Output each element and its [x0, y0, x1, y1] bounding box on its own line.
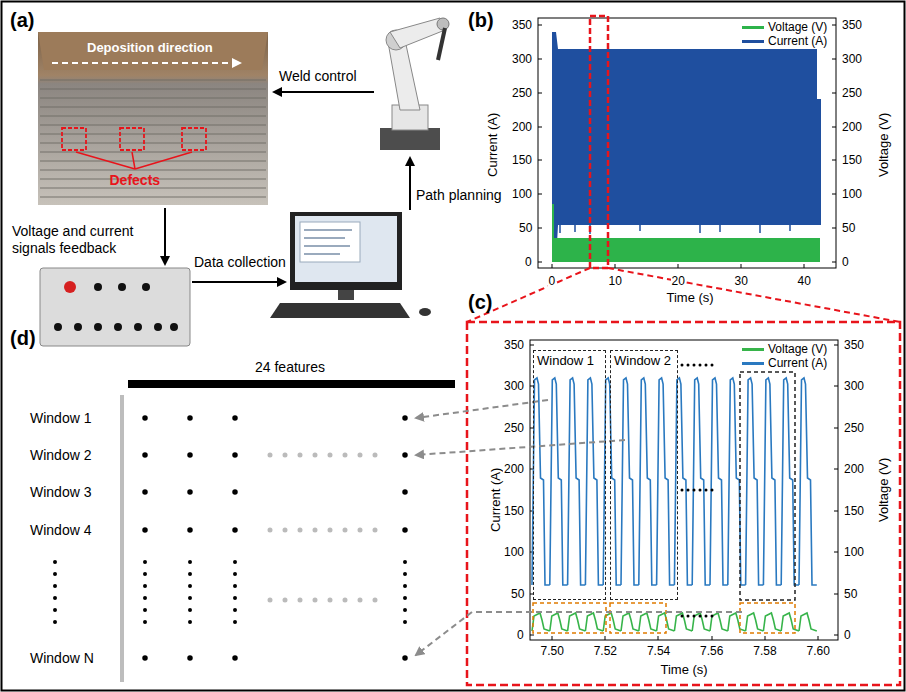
tick-label: 50 [510, 587, 525, 601]
computer [270, 212, 431, 318]
legend-row: Current (A) [742, 356, 827, 370]
overview-chart [467, 16, 900, 322]
legend-swatch [742, 26, 764, 29]
tick-label: 150 [843, 504, 865, 518]
tick-label: 50 [841, 221, 856, 235]
axis-title: Voltage (V) [876, 113, 892, 177]
tick-label: 7.52 [593, 644, 618, 658]
tick-label: 0 [516, 628, 525, 642]
tick-label: 7.50 [540, 644, 565, 658]
tick-label: 250 [841, 86, 863, 100]
controller-box [40, 268, 190, 346]
part-photo [38, 32, 268, 205]
axis-title: Current (A) [485, 113, 501, 177]
window-label: Window 2 [611, 351, 674, 371]
defect-label: Defects [110, 172, 161, 189]
tick-label: 40 [797, 274, 812, 288]
tick-label: 50 [518, 221, 533, 235]
tick-label: 100 [511, 187, 533, 201]
tick-label: 300 [511, 52, 533, 66]
annotation-label: Window 2 [30, 447, 91, 464]
tick-label: 10 [608, 274, 623, 288]
tick-label: 200 [843, 462, 865, 476]
tick-label: 350 [841, 18, 863, 32]
tick-label: 0 [548, 274, 557, 288]
tick-label: 350 [503, 338, 525, 352]
legend-text: Voltage (V) [768, 20, 827, 34]
robot-arm [380, 18, 449, 150]
tick-label: 300 [503, 379, 525, 393]
tick-label: 250 [511, 86, 533, 100]
tick-label: 350 [843, 338, 865, 352]
annotation-label: Window 1 [30, 410, 91, 427]
tick-label: 200 [511, 120, 533, 134]
tick-label: 20 [671, 274, 686, 288]
panel-label: (b) [468, 8, 494, 32]
tick-label: 30 [734, 274, 749, 288]
annotation-label: 24 features [255, 359, 325, 376]
legend-text: Current (A) [768, 356, 827, 370]
annotation-label: Window 4 [30, 522, 91, 539]
annotation-label: Path planning [416, 187, 502, 204]
tick-label: 300 [841, 52, 863, 66]
annotation-label: Window N [30, 650, 94, 667]
tick-label: 250 [843, 421, 865, 435]
zoom-chart [467, 322, 900, 685]
legend-text: Current (A) [768, 34, 827, 48]
tick-label: 7.56 [699, 644, 724, 658]
feature-matrix [55, 380, 455, 682]
legend-swatch [742, 348, 764, 351]
tick-label: 200 [503, 462, 525, 476]
axis-title: Voltage (V) [876, 458, 892, 522]
window-box: Window 2 [610, 350, 678, 600]
axis-title: Current (A) [488, 468, 504, 532]
tick-label: 300 [843, 379, 865, 393]
annotation-label: Window 3 [30, 484, 91, 501]
legend-text: Voltage (V) [768, 342, 827, 356]
annotation-label: Weld control [279, 68, 357, 85]
tick-label: 200 [841, 120, 863, 134]
tick-label: 7.54 [646, 644, 671, 658]
annotation-label: Data collection [194, 254, 286, 271]
tick-label: 150 [841, 153, 863, 167]
window-box: Window 1 [533, 350, 606, 600]
direction-label: Deposition direction [87, 40, 213, 56]
tick-label: 150 [503, 504, 525, 518]
tick-label: 0 [524, 255, 533, 269]
tick-label: 7.60 [806, 644, 831, 658]
tick-label: 0 [841, 255, 850, 269]
panel-label: (c) [468, 290, 492, 314]
tick-label: 100 [843, 545, 865, 559]
legend-swatch [742, 362, 764, 365]
legend-swatch [742, 40, 764, 43]
legend-row: Voltage (V) [742, 342, 827, 356]
tick-label: 0 [843, 628, 852, 642]
tick-label: 50 [843, 587, 858, 601]
tick-label: 100 [841, 187, 863, 201]
window-label: Window 1 [534, 351, 597, 371]
tick-label: 250 [503, 421, 525, 435]
legend-row: Current (A) [742, 34, 827, 48]
annotation-label: Voltage and current signals feedback [12, 223, 152, 257]
window-arrows [416, 400, 742, 655]
panel-label: (d) [10, 326, 36, 350]
flow-arrows [165, 92, 410, 282]
tick-label: 100 [503, 545, 525, 559]
axis-title: Time (s) [661, 662, 708, 678]
tick-label: 7.58 [752, 644, 777, 658]
legend-row: Voltage (V) [742, 20, 827, 34]
tick-label: 350 [511, 18, 533, 32]
axis-title: Time (s) [667, 290, 714, 306]
tick-label: 150 [511, 153, 533, 167]
panel-label: (a) [10, 8, 34, 32]
